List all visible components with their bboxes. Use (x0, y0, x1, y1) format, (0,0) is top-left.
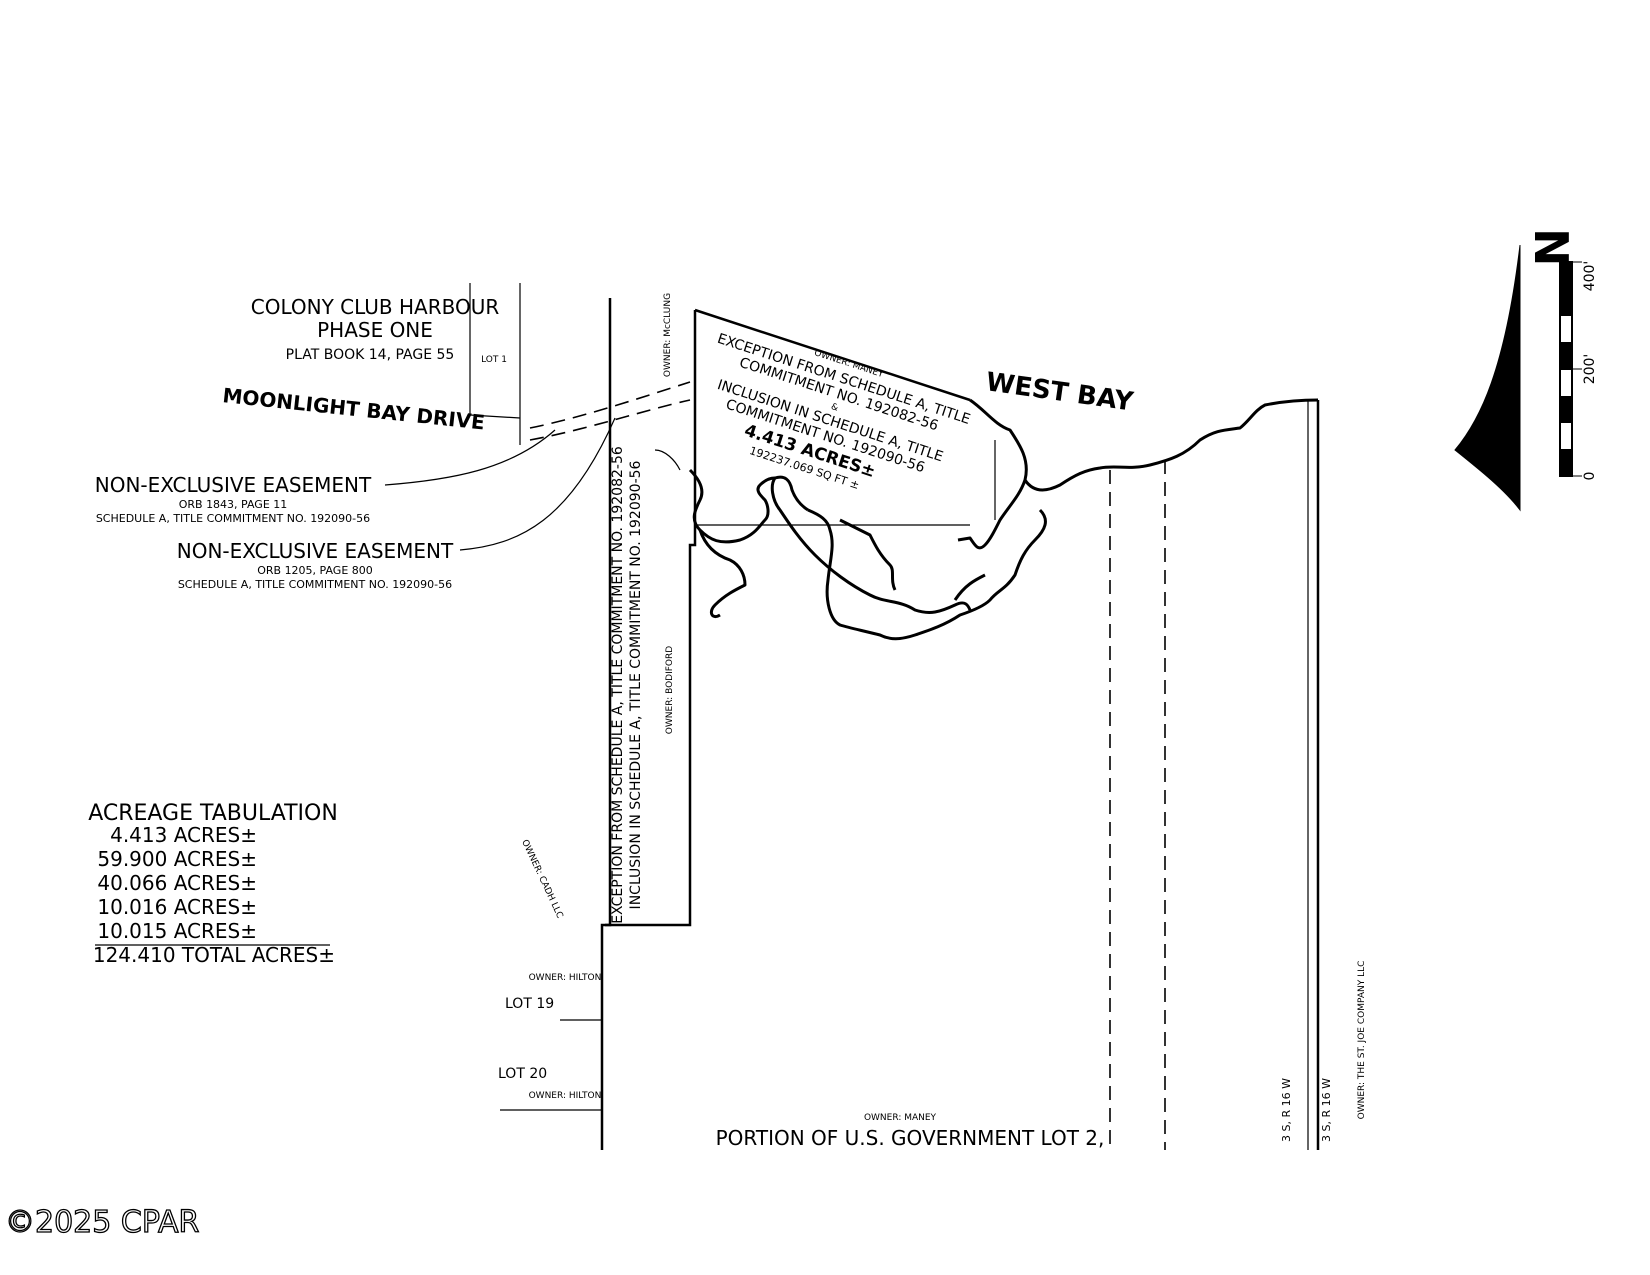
owner-hilton-2: OWNER: HILTON (529, 1091, 602, 1101)
range-label-1: 3 S, R 16 W (1280, 1078, 1293, 1142)
easement2-title: NON-EXCLUSIVE EASEMENT (177, 539, 454, 563)
owner-cadh-label: OWNER: CADH LLC (519, 838, 564, 920)
colony-club-title: COLONY CLUB HARBOUR (251, 295, 500, 319)
copyright-watermark: ©2025 CPAR (5, 1205, 199, 1240)
easement1-schedule: SCHEDULE A, TITLE COMMITMENT NO. 192090-… (96, 512, 370, 525)
easement2-orb: ORB 1205, PAGE 800 (257, 564, 373, 577)
acreage-title: ACREAGE TABULATION (88, 801, 338, 826)
exception-ampersand: & (830, 402, 840, 414)
range-label-2: 3 S, R 16 W (1320, 1078, 1333, 1142)
owner-mcclung-label: OWNER: McCLUNG (663, 293, 673, 377)
west-bay-shoreline (688, 398, 1319, 641)
scale-bar: 400' 200' 0 (1559, 261, 1598, 481)
moonlight-bay-drive-label: MOONLIGHT BAY DRIVE (221, 383, 486, 434)
north-arrow: N (1454, 228, 1578, 512)
acreage-row-2: 59.900 ACRES± (97, 847, 257, 871)
west-bay-label: WEST BAY (984, 367, 1136, 418)
owner-stjoe-label: OWNER: THE ST. JOE COMPANY LLC (1357, 961, 1367, 1120)
gov-lot-line-1: PORTION OF U.S. GOVERNMENT LOT 2, (716, 1126, 1105, 1150)
plat-book-ref: PLAT BOOK 14, PAGE 55 (286, 347, 455, 363)
acreage-row-3: 40.066 ACRES± (97, 871, 257, 895)
easement2-schedule: SCHEDULE A, TITLE COMMITMENT NO. 192090-… (178, 578, 452, 591)
dashed-easement-lines (1109, 460, 1166, 1150)
north-arrow-letter: N (1524, 228, 1578, 267)
vertical-exception-note: EXCEPTION FROM SCHEDULE A, TITLE COMMITM… (610, 446, 626, 924)
easement-leaders (384, 417, 681, 551)
scale-label-0: 0 (1582, 472, 1598, 481)
owner-maney-bottom: OWNER: MANEY (864, 1113, 937, 1123)
owner-bodiford-label: OWNER: BODIFORD (665, 646, 675, 734)
acreage-row-5: 10.015 ACRES± (97, 919, 257, 943)
acreage-tabulation: ACREAGE TABULATION 4.413 ACRES± 59.900 A… (88, 801, 338, 967)
lot-19-label: LOT 19 (505, 996, 554, 1012)
vertical-inclusion-note: INCLUSION IN SCHEDULE A, TITLE COMMITMEN… (628, 460, 644, 909)
acreage-row-1: 4.413 ACRES± (110, 823, 257, 847)
easement1-title: NON-EXCLUSIVE EASEMENT (95, 473, 372, 497)
scale-label-400: 400' (1582, 261, 1598, 292)
acreage-total: 124.410 TOTAL ACRES± (93, 943, 335, 967)
acreage-row-4: 10.016 ACRES± (97, 895, 257, 919)
colony-club-lot-lines (469, 283, 521, 445)
lower-lot-lines (95, 944, 602, 1111)
scale-label-200: 200' (1582, 354, 1598, 385)
lot-20-label: LOT 20 (498, 1066, 547, 1082)
exception-parcel-note: OWNER: MANEY EXCEPTION FROM SCHEDULE A, … (715, 331, 972, 492)
lot-1-label: LOT 1 (481, 355, 507, 365)
property-boundary (600, 298, 1320, 1150)
colony-club-phase: PHASE ONE (317, 318, 433, 342)
owner-hilton-1: OWNER: HILTON (529, 973, 602, 983)
easement1-orb: ORB 1843, PAGE 11 (179, 498, 288, 511)
